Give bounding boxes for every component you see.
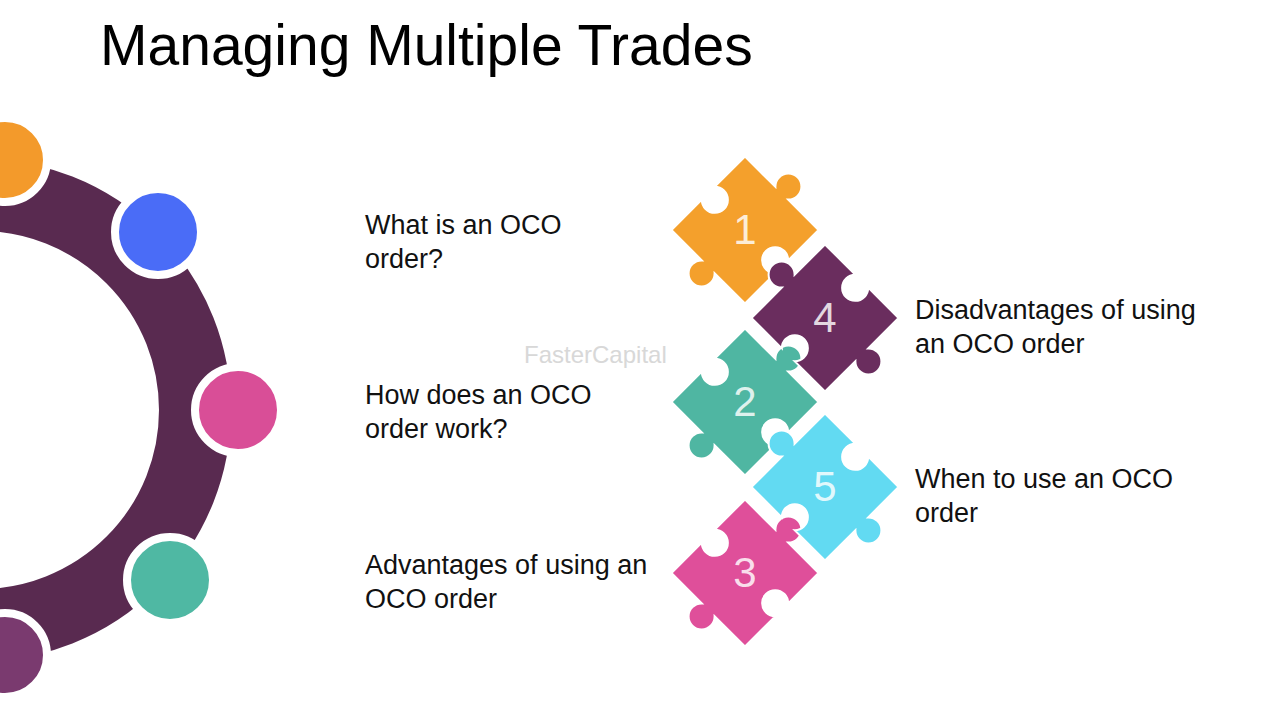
- puzzle-piece: When to use an OCO order5: [745, 407, 905, 567]
- ring-dot: [195, 367, 281, 453]
- ring-dot: [127, 537, 213, 623]
- page-title: Managing Multiple Trades: [100, 12, 753, 78]
- step-number: 4: [745, 238, 905, 398]
- step-number: 3: [665, 493, 825, 653]
- ring-dot: [0, 613, 47, 697]
- step-label: Disadvantages of using an OCO order: [915, 293, 1200, 362]
- watermark: FasterCapital: [524, 341, 667, 369]
- ring-dot: [115, 189, 201, 275]
- puzzle-piece: Disadvantages of using an OCO order4: [745, 238, 905, 398]
- step-label: Advantages of using an OCO order: [365, 548, 655, 617]
- puzzle-outline: [736, 229, 915, 408]
- step-label: What is an OCO order?: [365, 208, 605, 277]
- puzzle-piece: Advantages of using an OCO order3: [665, 493, 825, 653]
- step-label: How does an OCO order work?: [365, 378, 605, 447]
- step-label: When to use an OCO order: [915, 462, 1215, 531]
- puzzle-outline: [736, 398, 915, 577]
- step-number: 5: [745, 407, 905, 567]
- ring-dot: [0, 118, 47, 202]
